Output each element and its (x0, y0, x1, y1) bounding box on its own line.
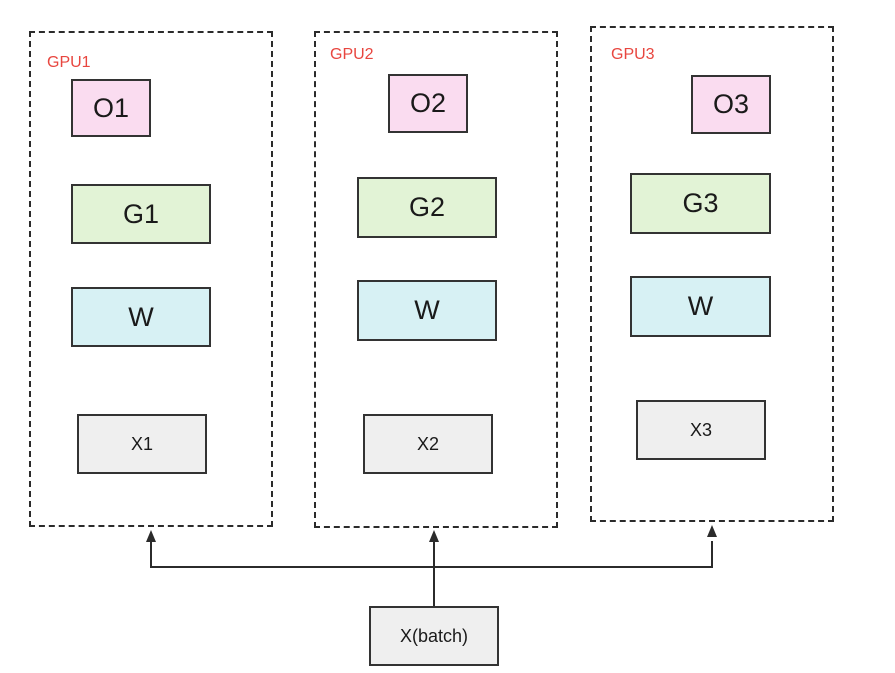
gpu2-input-box: X2 (363, 414, 493, 474)
gpu1-container (29, 31, 273, 527)
gpu3-container (590, 26, 834, 522)
gpu1-gradient-box: G1 (71, 184, 211, 244)
arrow-head-gpu1 (146, 530, 156, 542)
gpu1-output-box: O1 (71, 79, 151, 137)
gpu3-output-box: O3 (691, 75, 771, 134)
gpu3-weight-box: W (630, 276, 771, 337)
gpu3-input-box: X3 (636, 400, 766, 460)
gpu2-weight-box: W (357, 280, 497, 341)
gpu3-gradient-box: G3 (630, 173, 771, 234)
gpu2-label: GPU2 (330, 46, 374, 63)
branch-line (150, 541, 713, 568)
gpu2-gradient-box: G2 (357, 177, 497, 238)
arrow-head-gpu2 (429, 530, 439, 542)
gpu1-label: GPU1 (47, 54, 91, 71)
gpu2-container (314, 31, 558, 528)
arrow-head-gpu3 (707, 525, 717, 537)
gpu1-input-box: X1 (77, 414, 207, 474)
gpu1-weight-box: W (71, 287, 211, 347)
batch-input-box: X(batch) (369, 606, 499, 666)
gpu3-label: GPU3 (611, 46, 655, 63)
gpu2-output-box: O2 (388, 74, 468, 133)
